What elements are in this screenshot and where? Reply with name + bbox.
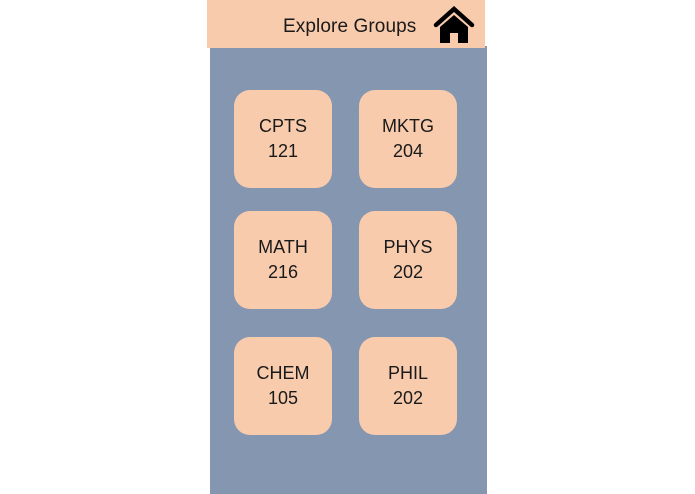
group-number: 216	[267, 262, 299, 282]
group-number: 105	[267, 388, 299, 408]
group-number: 121	[267, 141, 299, 161]
home-button[interactable]	[433, 6, 475, 44]
header-bar: Explore Groups	[207, 0, 485, 48]
group-dept: CPTS	[258, 116, 307, 136]
group-tile-mktg-204[interactable]: MKTG 204	[359, 90, 457, 188]
group-number: 204	[392, 141, 424, 161]
group-number: 202	[392, 262, 424, 282]
group-dept: PHYS	[383, 237, 433, 257]
group-dept: PHIL	[387, 363, 429, 383]
group-tile-phil-202[interactable]: PHIL 202	[359, 337, 457, 435]
home-icon	[433, 6, 475, 43]
group-tile-cpts-121[interactable]: CPTS 121	[234, 90, 332, 188]
group-dept: MATH	[258, 237, 308, 257]
groups-panel: CPTS 121 MKTG 204 MATH 216 PHYS 202 CHEM…	[210, 46, 487, 494]
group-number: 202	[392, 388, 424, 408]
page-title: Explore Groups	[283, 16, 417, 37]
group-dept: CHEM	[256, 363, 310, 383]
group-tile-phys-202[interactable]: PHYS 202	[359, 211, 457, 309]
group-tile-chem-105[interactable]: CHEM 105	[234, 337, 332, 435]
group-tile-math-216[interactable]: MATH 216	[234, 211, 332, 309]
group-dept: MKTG	[382, 116, 434, 136]
